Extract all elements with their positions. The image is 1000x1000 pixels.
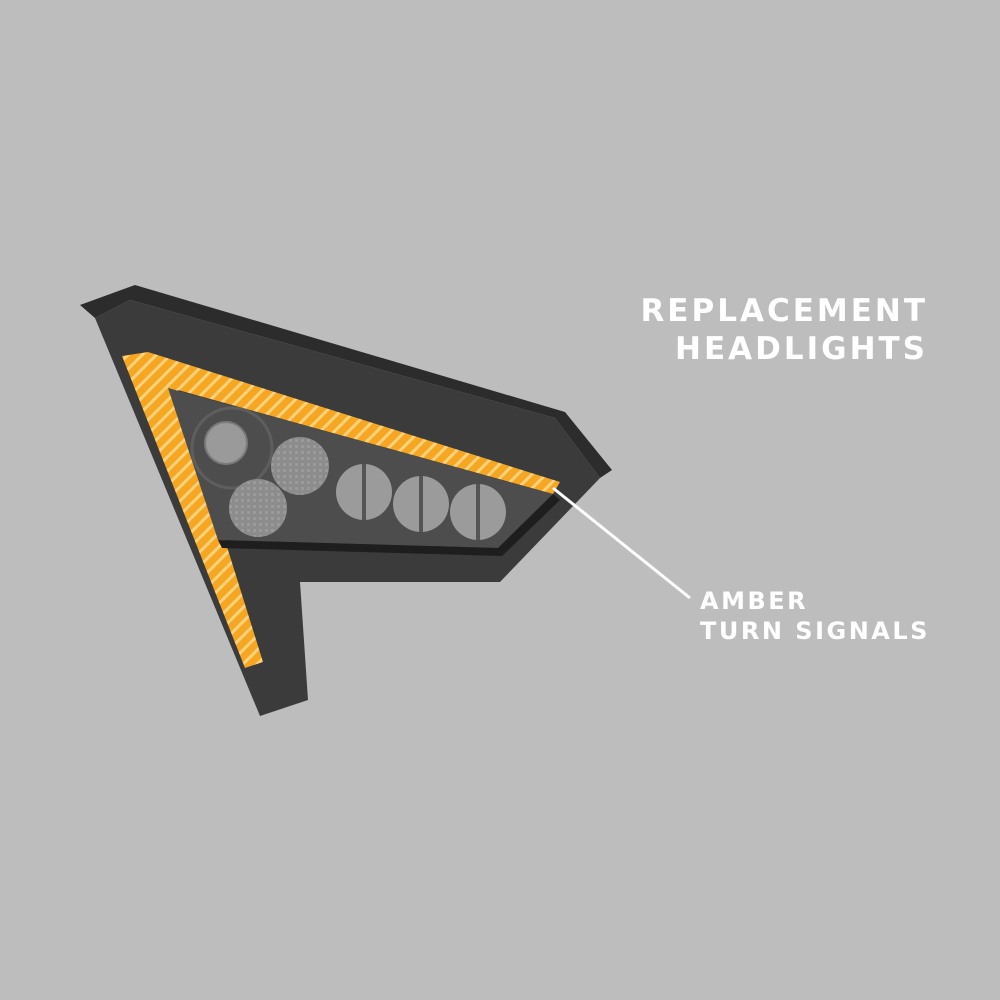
split-lamp-1 [336, 464, 392, 520]
projector-ring [190, 406, 274, 490]
projector-cluster [190, 406, 329, 537]
amber-turn-signal-strip [122, 352, 560, 668]
led-module-lower [229, 479, 287, 537]
projector-lens-dim [204, 421, 248, 465]
callout-leader-line [552, 486, 691, 600]
title-line-2: HEADLIGHTS [675, 331, 928, 367]
title-line-1: REPLACEMENT [640, 293, 928, 329]
callout-line-1: AMBER [700, 587, 809, 615]
split-lamp-2 [393, 476, 449, 532]
page-title: REPLACEMENT HEADLIGHTS [640, 292, 928, 368]
led-module-upper [271, 437, 329, 495]
split-lamp-3 [450, 484, 506, 540]
callout-line-2: TURN SIGNALS [700, 617, 930, 645]
amber-turn-signals-callout: AMBER TURN SIGNALS [700, 586, 930, 646]
split-lamps [336, 464, 506, 540]
